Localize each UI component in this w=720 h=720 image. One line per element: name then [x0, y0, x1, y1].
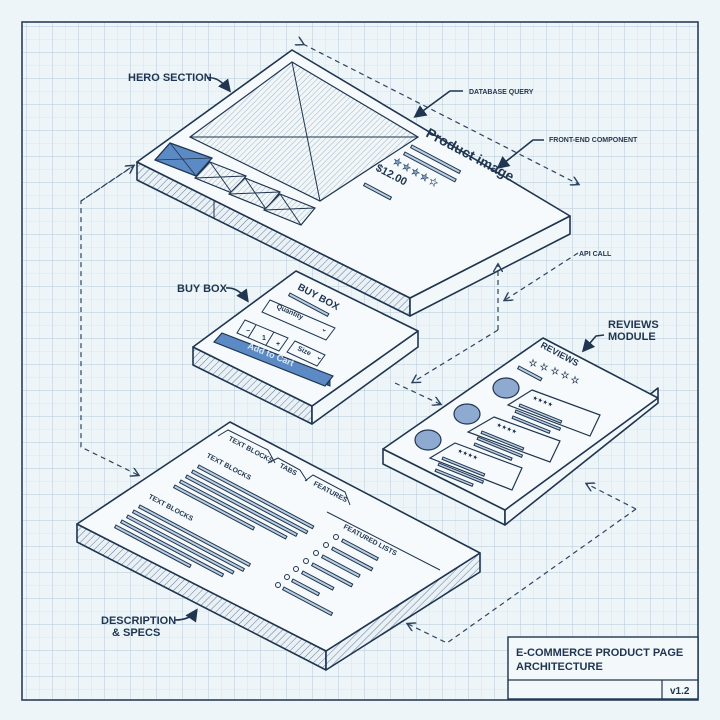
- version-label: v1.2: [670, 686, 690, 697]
- flow-arrows: [80, 44, 637, 644]
- review-card-1: ★★★★: [492, 377, 601, 437]
- svg-text:★: ★: [540, 362, 548, 372]
- sheet-border: [21, 21, 699, 701]
- stepper-minus: −: [246, 328, 250, 335]
- title-block: E-COMMERCE PRODUCT PAGE ARCHITECTURE v1.…: [507, 636, 699, 700]
- thumbnail-2[interactable]: [193, 161, 247, 194]
- stepper-plus: +: [276, 341, 280, 348]
- buy-box-heading-line: [287, 292, 330, 317]
- callouts: HERO SECTION DATABASE QUERY FRONT-END CO…: [101, 72, 659, 639]
- chevron-down-icon: ⌄: [320, 325, 328, 334]
- callout-api-call: API CALL: [579, 251, 612, 258]
- chevron-down-icon: ⌄: [315, 353, 323, 362]
- title-line-1: E-COMMERCE PRODUCT PAGE: [516, 647, 683, 659]
- callout-front-end-component: FRONT-END COMPONENT: [549, 137, 638, 144]
- callout-reviews-module-2: MODULE: [608, 331, 656, 343]
- avatar-icon: [414, 429, 442, 451]
- text-block-2: [113, 504, 252, 578]
- callout-description-1: DESCRIPTION: [101, 615, 176, 627]
- featured-list: [275, 534, 379, 617]
- svg-text:★: ★: [529, 358, 537, 368]
- thumbnail-1-selected[interactable]: [153, 142, 214, 177]
- callout-description-2: & SPECS: [112, 627, 160, 639]
- description-slab: TEXT BLOCKS TABS FEATURES TEXT BLOCKS TE…: [76, 421, 481, 671]
- callout-reviews-module-1: REVIEWS: [608, 319, 659, 331]
- callout-database-query: DATABASE QUERY: [469, 89, 534, 96]
- callout-buy-box: BUY BOX: [177, 283, 228, 295]
- text-block-1: [172, 464, 315, 540]
- title-line-2: ARCHITECTURE: [516, 661, 603, 673]
- stepper-value: 1: [262, 335, 266, 342]
- svg-text:★: ★: [561, 370, 569, 380]
- reviews-module-slab: REVIEWS ★★★★★ ★★★★ ★★★★ ★★★★: [382, 337, 659, 526]
- svg-text:★: ★: [571, 375, 579, 385]
- review-card-2: ★★★★: [453, 403, 561, 463]
- quantity-stepper[interactable]: − 1 +: [236, 319, 289, 352]
- svg-text:★: ★: [551, 366, 559, 376]
- avatar-icon: [492, 377, 520, 399]
- reviews-rating-stars: ★★★★★: [529, 358, 580, 386]
- buy-box-slab: BUY BOX Quantity ⌄ − 1 + Size ⌄ Add to C…: [192, 270, 419, 425]
- callout-hero-section: HERO SECTION: [128, 72, 212, 84]
- review-card-3: ★★★★: [414, 429, 523, 491]
- avatar-icon: [453, 403, 481, 425]
- size-select[interactable]: Size ⌄: [286, 340, 326, 367]
- thumbnail-4[interactable]: [262, 193, 316, 226]
